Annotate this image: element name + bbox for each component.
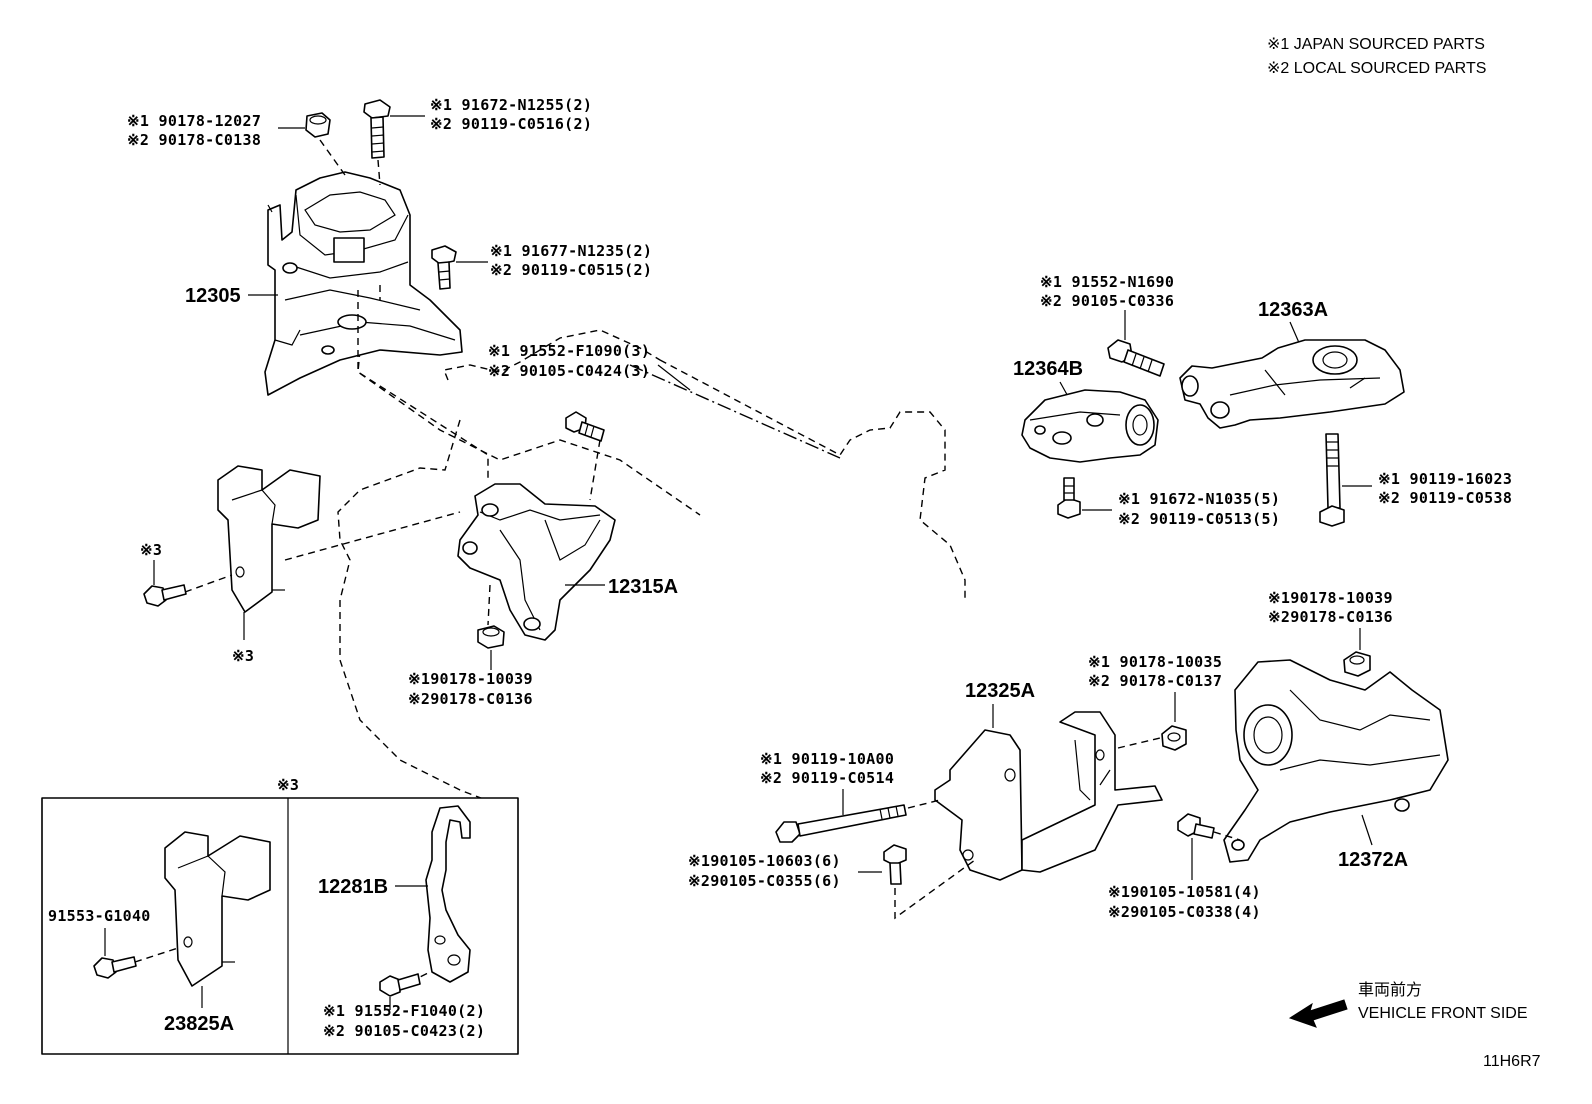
callout-nut-mid-2: ※2 90178-C0137	[1088, 672, 1222, 690]
part-12281B: 12281B	[318, 876, 388, 898]
part-12305: 12305	[185, 285, 241, 307]
part-12372A: 12372A	[1338, 849, 1408, 871]
callout-inset-bolt-1: ※1 91552-F1040(2)	[323, 1002, 485, 1020]
bolt-icon	[143, 584, 187, 607]
front-direction-arrow	[1288, 999, 1348, 1028]
callout-nut-r-2: ※290178-C0136	[1268, 608, 1393, 626]
direction-jp: 車両前方	[1358, 981, 1422, 999]
callout-bolt6-2: ※290105-C0355(6)	[688, 872, 841, 890]
mount-12364B	[1021, 389, 1159, 463]
callout-nut-top-1: ※1 90178-12027	[127, 112, 261, 130]
bolt-icon	[565, 411, 605, 442]
callout-nut-top-2: ※2 90178-C0138	[127, 131, 261, 149]
callout-bolt-right-1: ※1 91552-N1690	[1040, 273, 1174, 291]
bolt-icon	[363, 99, 391, 159]
callout-through-1: ※1 90119-10A00	[760, 750, 894, 768]
bolt-icon	[883, 844, 907, 885]
engine-centerline	[629, 364, 841, 459]
bolt-icon	[1057, 477, 1081, 519]
callout-through-2: ※2 90119-C0514	[760, 769, 894, 787]
callout-bolt6-1: ※190105-10603(6)	[688, 852, 841, 870]
nut-icon	[305, 112, 331, 138]
callout-bolt-right-2: ※2 90105-C0336	[1040, 292, 1174, 310]
callout-bolt-center-2: ※2 90105-C0424(3)	[488, 362, 650, 380]
part-12315A: 12315A	[608, 576, 678, 598]
callout-nut-mid-1: ※1 90178-10035	[1088, 653, 1222, 671]
callout-nut-bottom-2: ※290178-C0136	[408, 690, 533, 708]
part-23825A: 23825A	[164, 1013, 234, 1035]
diagram-code: 11H6R7	[1483, 1053, 1541, 1070]
engine-outline	[337, 329, 966, 801]
callout-long-bolt-2: ※2 90119-C0538	[1378, 489, 1512, 507]
callout-bolt4-1: ※190105-10581(4)	[1108, 883, 1261, 901]
mark3-a: ※3	[140, 541, 162, 559]
legend-japan: ※1 JAPAN SOURCED PARTS	[1267, 36, 1485, 53]
callout-nut-bottom-1: ※190178-10039	[408, 670, 533, 688]
bolt-icon	[1177, 813, 1215, 839]
bracket-12315A	[457, 483, 616, 641]
callout-bolt-mid-1: ※1 91677-N1235(2)	[490, 242, 652, 260]
bolt-icon	[1107, 339, 1165, 377]
long-bolt-icon	[1319, 433, 1345, 527]
callout-long-bolt-1: ※1 90119-16023	[1378, 470, 1512, 488]
bracket-23825A	[164, 831, 271, 987]
direction-en: VEHICLE FRONT SIDE	[1358, 1005, 1528, 1022]
callout-bolt-r5-2: ※2 90119-C0513(5)	[1118, 510, 1280, 528]
nut-icon	[477, 625, 505, 649]
part-12363A: 12363A	[1258, 299, 1328, 321]
callout-bolt4-2: ※290105-C0338(4)	[1108, 903, 1261, 921]
engine-mount-12305	[264, 171, 463, 396]
callout-nut-r-1: ※190178-10039	[1268, 589, 1393, 607]
bracket-mark3	[217, 465, 321, 613]
callout-bolt-top-1: ※1 91672-N1255(2)	[430, 96, 592, 114]
callout-inset-bolt-2: ※2 90105-C0423(2)	[323, 1022, 485, 1040]
mount-12372A	[1223, 659, 1449, 863]
bracket-12325A	[934, 711, 1163, 881]
mark3-inset: ※3	[277, 776, 299, 794]
callout-bolt-r5-1: ※1 91672-N1035(5)	[1118, 490, 1280, 508]
through-bolt-icon	[775, 804, 907, 843]
legend-local: ※2 LOCAL SOURCED PARTS	[1267, 60, 1486, 77]
part-12325A: 12325A	[965, 680, 1035, 702]
nut-icon	[1343, 651, 1371, 677]
hook-12281B	[425, 805, 471, 983]
bolt-icon	[93, 956, 137, 979]
mark3-b: ※3	[232, 647, 254, 665]
callout-bolt-center-1: ※1 91552-F1090(3)	[488, 342, 650, 360]
part-91553: 91553-G1040	[48, 907, 151, 925]
bolt-icon	[379, 973, 421, 997]
callout-bolt-mid-2: ※2 90119-C0515(2)	[490, 261, 652, 279]
callout-bolt-top-2: ※2 90119-C0516(2)	[430, 115, 592, 133]
torque-rod-12363A	[1179, 339, 1405, 429]
bolt-icon	[431, 245, 457, 290]
nut-icon	[1161, 725, 1187, 751]
part-12364B: 12364B	[1013, 358, 1083, 380]
